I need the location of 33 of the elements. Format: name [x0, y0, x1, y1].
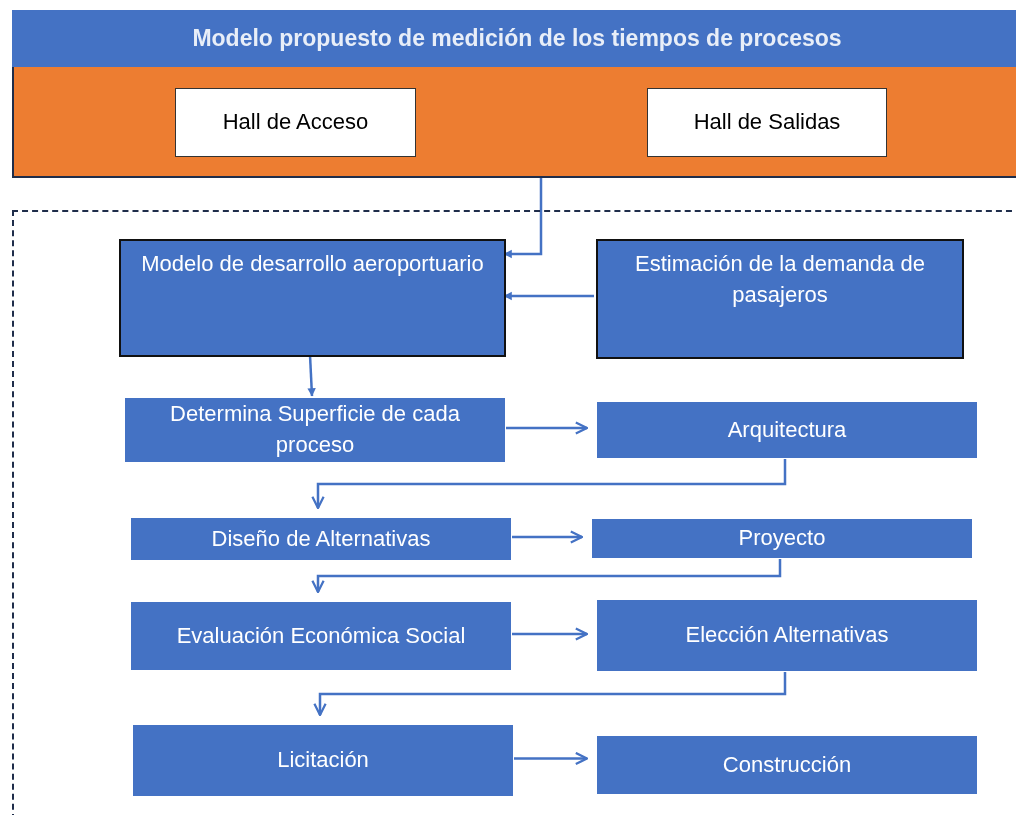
- process-box: [596, 239, 964, 359]
- process-box: [125, 398, 505, 462]
- process-box: [119, 239, 506, 357]
- box-label: Modelo de desarrollo aeroportuario: [140, 250, 485, 278]
- process-box: [175, 88, 416, 157]
- arrow: [506, 421, 589, 435]
- process-box: [133, 725, 513, 796]
- arrow: [313, 672, 787, 717]
- box-label: Proyecto: [737, 524, 827, 553]
- box-label: Evaluación Económica Social: [175, 621, 467, 650]
- box-label: Hall de Acceso: [221, 108, 370, 137]
- process-box: [131, 602, 511, 670]
- box-label: Hall de Salidas: [692, 108, 842, 137]
- title: Modelo propuesto de medición de los tiempos de procesos: [192, 25, 842, 52]
- section-band: [12, 67, 1016, 178]
- arrow: [311, 459, 787, 510]
- process-box: [592, 519, 972, 558]
- process-box: [647, 88, 887, 157]
- box-label: Construcción: [721, 750, 853, 779]
- arrow: [311, 559, 782, 594]
- process-box: [597, 600, 977, 671]
- box-label: Elección Alternativas: [684, 621, 890, 650]
- box-label: Licitación: [276, 746, 370, 775]
- process-box: [131, 518, 511, 560]
- process-box: [597, 736, 977, 794]
- box-label: Estimación de la demanda de pasajeros: [634, 250, 926, 309]
- arrow: [512, 530, 584, 544]
- box-label: Arquitectura: [726, 415, 848, 444]
- arrow: [512, 627, 589, 641]
- box-label: Diseño de Alternativas: [210, 524, 432, 553]
- arrow: [514, 751, 589, 766]
- box-label: Determina Superficie de cada proceso: [169, 400, 461, 459]
- process-box: [597, 402, 977, 458]
